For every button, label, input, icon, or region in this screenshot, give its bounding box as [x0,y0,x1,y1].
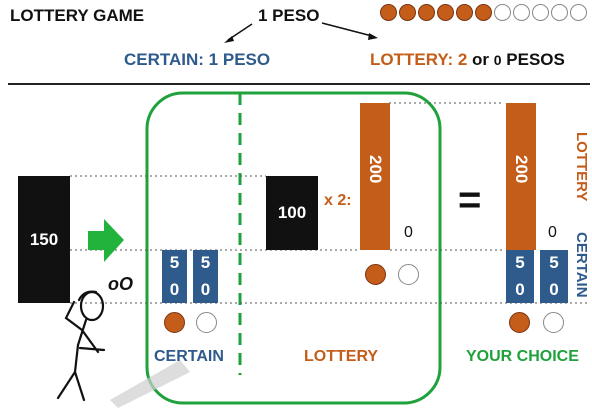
cell-digit: 0 [549,279,559,299]
cell-digit: 5 [169,253,180,273]
cell-digit: 0 [200,279,211,299]
result-zero: 0 [548,224,557,241]
figure-shadow [110,360,190,408]
peso-label: 1 PESO [258,6,320,25]
coin-empty-icon [570,4,587,21]
equals-sign: = [458,178,482,222]
lottery-label: LOTTERY: 2 or 0 PESOS [370,50,565,70]
bottom-label-lottery: LOTTERY [304,348,379,365]
result-bar-value: 200 [512,155,531,184]
middle-bar-value: 100 [277,203,307,222]
multiplier-label: x 2: [324,192,352,209]
coin-filled-icon [456,4,473,21]
coin-filled-icon [365,264,386,285]
coin-empty-icon [543,312,564,333]
lottery-bar-value: 200 [366,155,385,184]
thought-text: oO [108,274,133,294]
coin-filled-icon [418,4,435,21]
lottery-label-pesos: PESOS [506,50,565,69]
cell-digit: 5 [549,253,559,273]
certain-label: CERTAIN: 1 PESO [124,50,271,69]
cell-digit: 5 [515,253,525,273]
lottery-label-amount: LOTTERY: 2 [370,50,468,69]
page-title: LOTTERY GAME [10,6,145,25]
cell-digit: 5 [200,253,211,273]
peso-arrow-right [321,22,378,40]
coin-filled-icon [399,4,416,21]
bottom-label-your-choice: YOUR CHOICE [466,348,579,365]
middle-black-bar: 100 [266,176,318,250]
coin-empty-icon [398,264,419,285]
coin-filled-icon [380,4,397,21]
coin-empty-icon [532,4,549,21]
coin-filled-icon [164,312,185,333]
stick-figure [56,290,106,402]
side-label-lottery: LOTTERY [573,132,590,202]
coin-empty-icon [494,4,511,21]
cell-digit: 0 [515,279,525,299]
lottery-label-or: or [472,50,490,69]
coin-empty-icon [196,312,217,333]
lottery-label-zero: 0 [493,52,502,68]
coin-filled-icon [475,4,492,21]
coin-row [380,4,587,21]
coin-filled-icon [437,4,454,21]
side-label-certain: CERTAIN [573,232,590,298]
left-black-bar: 150 [18,176,70,303]
bottom-label-certain: CERTAIN [154,348,224,365]
coin-empty-icon [551,4,568,21]
peso-arrow-left [224,23,253,43]
coin-empty-icon [513,4,530,21]
left-bar-value: 150 [29,229,59,249]
green-right-arrow [88,219,124,262]
green-frame [145,91,442,405]
result-orange-bar: 200 [506,103,536,250]
lottery-zero: 0 [404,224,413,241]
coin-filled-icon [509,312,530,333]
lottery-orange-bar: 200 [360,103,390,250]
cell-digit: 0 [169,279,180,299]
